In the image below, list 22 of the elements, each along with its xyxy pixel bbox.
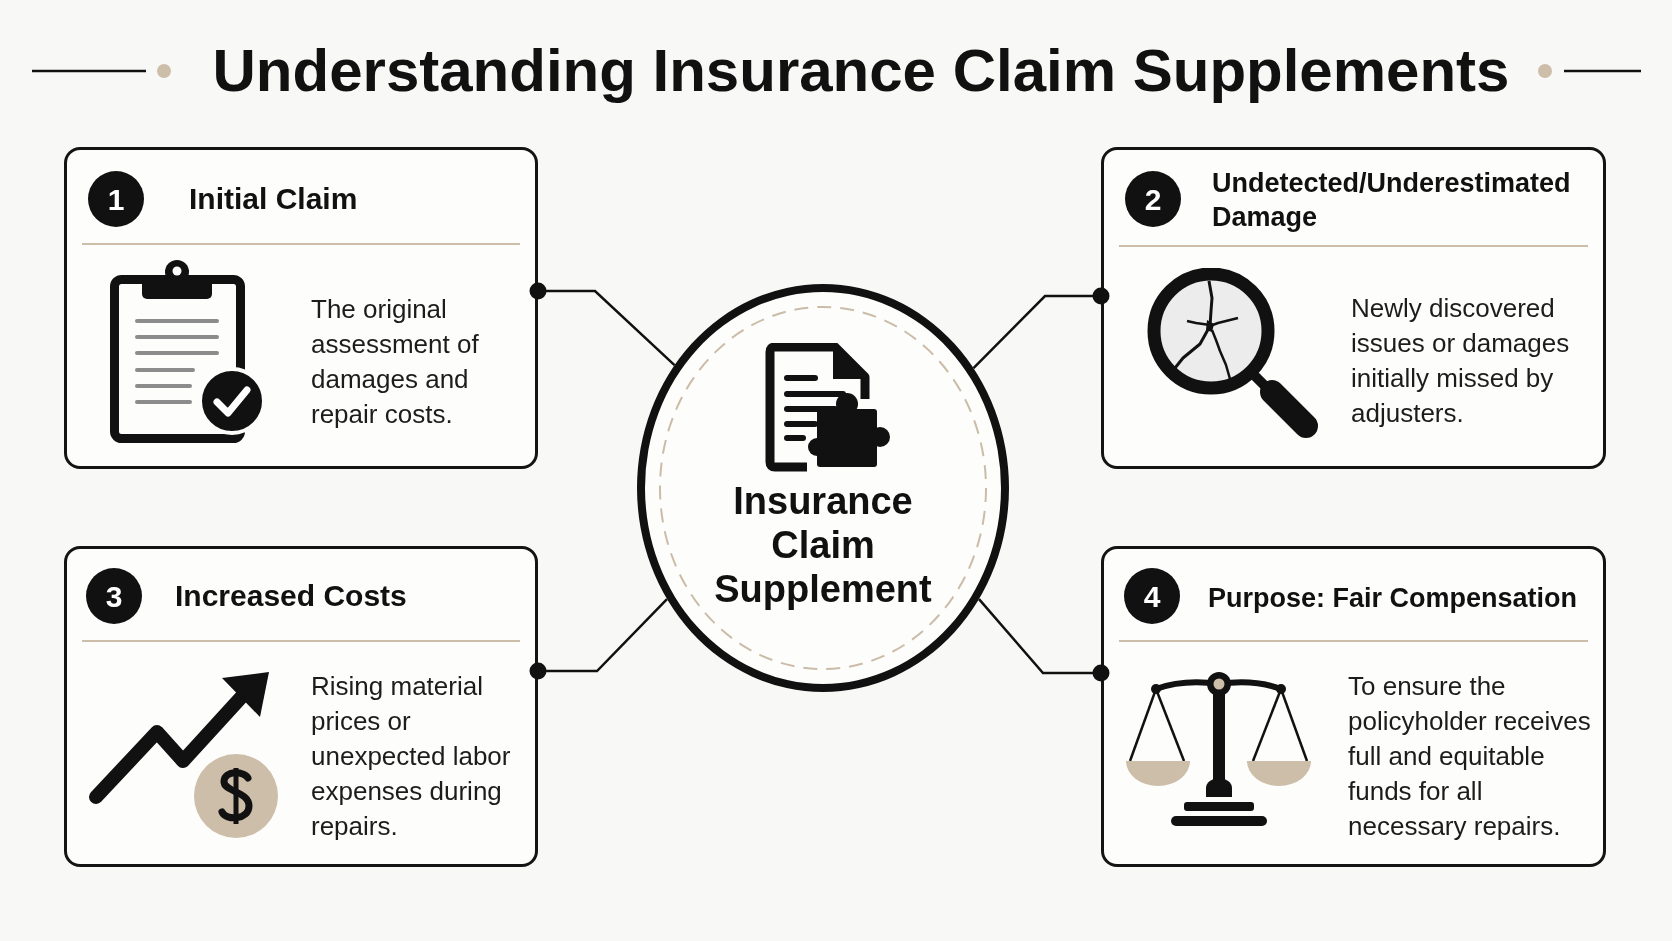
card-heading: Undetected/Underestimated Damage bbox=[1212, 167, 1572, 234]
connector-line bbox=[529, 598, 668, 680]
card-heading: Increased Costs bbox=[175, 578, 408, 614]
info-card bbox=[64, 147, 538, 469]
step-number-badge: 3 bbox=[86, 568, 142, 624]
card-description: Rising material prices or unexpected labor expenses during repairs. bbox=[311, 670, 512, 843]
step-number-badge: 2 bbox=[1125, 171, 1181, 227]
card-heading: Purpose: Fair Compensation bbox=[1208, 582, 1579, 615]
connector-line bbox=[529, 282, 676, 367]
info-card bbox=[1101, 546, 1606, 867]
connector-line bbox=[972, 287, 1110, 369]
info-card bbox=[64, 546, 538, 867]
center-label: Insurance Claim Supplement bbox=[713, 479, 933, 611]
connector-line bbox=[978, 598, 1110, 682]
card-heading: Initial Claim bbox=[189, 181, 359, 217]
info-card bbox=[1101, 147, 1606, 469]
step-number-badge: 1 bbox=[88, 171, 144, 227]
card-description: The original assessment of damages and repair costs. bbox=[311, 293, 480, 431]
card-description: Newly discovered issues or damages initially missed by adjusters. bbox=[1351, 292, 1571, 430]
page-title: Understanding Insurance Claim Supplements bbox=[211, 36, 1511, 106]
card-description: To ensure the policyholder receives full and equitable funds for all necessary repairs. bbox=[1348, 670, 1592, 843]
step-number-badge: 4 bbox=[1124, 568, 1180, 624]
